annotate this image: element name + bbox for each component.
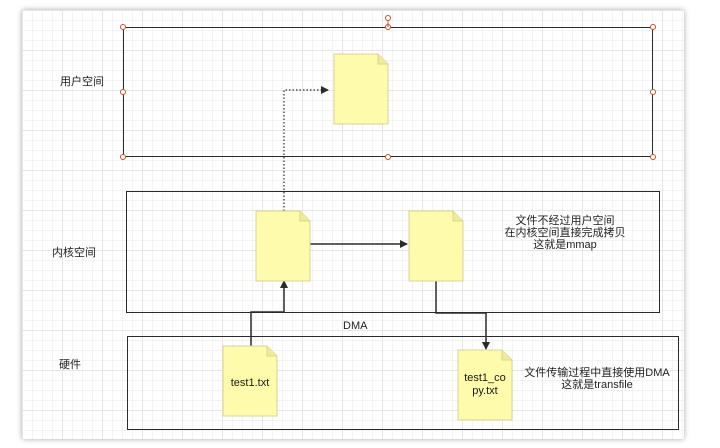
mmap-note-line-3: 这就是mmap	[533, 239, 597, 251]
selection-handle[interactable]	[650, 154, 656, 160]
file-test1-label: test1.txt	[231, 377, 270, 389]
lane-label-hardware: 硬件	[59, 359, 81, 371]
file-fold	[299, 211, 310, 222]
selection-handles[interactable]	[120, 15, 656, 160]
selection-handle[interactable]	[385, 154, 391, 160]
arrow-kernel-to-hardware[interactable]	[435, 281, 490, 350]
selection-handle[interactable]	[650, 24, 656, 30]
file-test1[interactable]: test1.txt	[222, 345, 278, 417]
file-test1-copy[interactable]: test1_co py.txt	[457, 349, 513, 421]
arrow-hardware-to-kernel[interactable]	[250, 280, 288, 346]
file-shape	[408, 210, 464, 282]
dma-label: DMA	[343, 320, 368, 332]
file-fold	[452, 211, 463, 222]
file-fold	[501, 350, 512, 361]
file-fold	[377, 54, 388, 65]
sendfile-note-line-2: 这就是transfile	[561, 379, 633, 391]
selection-handle[interactable]	[120, 89, 126, 95]
file-shape	[222, 345, 278, 417]
lane-label-kernel-space: 内核空间	[52, 247, 96, 259]
file-shape	[255, 210, 311, 282]
rotate-handle[interactable]	[385, 15, 391, 21]
file-test1-copy-label-line-1: test1_co	[464, 372, 506, 384]
file-kernel-left[interactable]	[255, 210, 311, 282]
kernel-space-box[interactable]	[126, 191, 660, 313]
file-shape	[333, 53, 389, 125]
file-fold	[266, 346, 277, 357]
file-test1-copy-label-line-2: py.txt	[472, 385, 497, 397]
file-user-space[interactable]	[333, 53, 389, 125]
file-shape	[457, 349, 513, 421]
mmap-note-line-1: 文件不经过用户空间	[515, 215, 615, 227]
dotted-arrow-kernel-to-user[interactable]	[283, 86, 329, 211]
hardware-box[interactable]	[127, 336, 679, 430]
selection-handle[interactable]	[650, 89, 656, 95]
sendfile-note-line-1: 文件传输过程中直接使用DMA	[524, 367, 670, 379]
selection-handle[interactable]	[120, 24, 126, 30]
mmap-note: 文件不经过用户空间 在内核空间直接完成拷贝 这就是mmap	[495, 215, 635, 251]
sendfile-note: 文件传输过程中直接使用DMA 这就是transfile	[522, 367, 672, 391]
mmap-note-line-2: 在内核空间直接完成拷贝	[504, 227, 626, 239]
file-kernel-right[interactable]	[408, 210, 464, 282]
selection-handle[interactable]	[120, 154, 126, 160]
lane-label-user-space: 用户空间	[60, 76, 104, 88]
